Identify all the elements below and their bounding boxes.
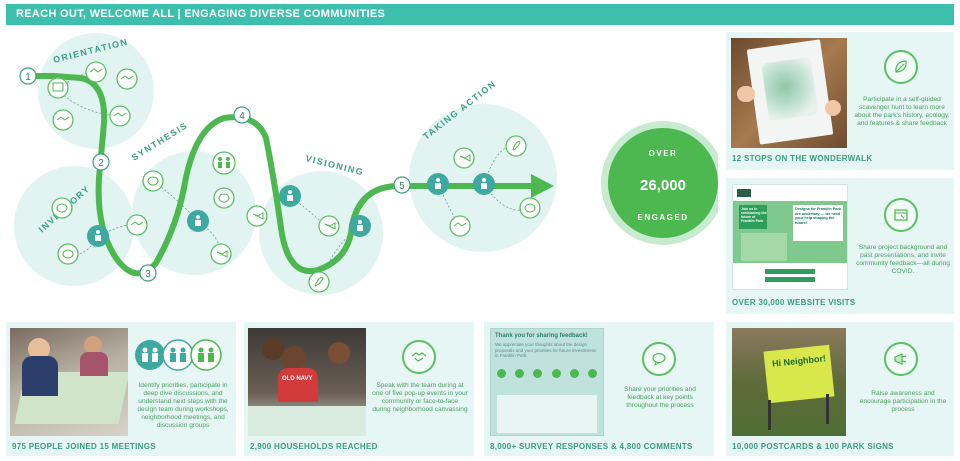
survey-description: Share your priorities and feedback at ke…: [624, 386, 696, 409]
postcards-description: Raise awareness and encourage participat…: [859, 390, 947, 413]
leaf-icon: [884, 50, 918, 84]
meetings-card: Identify priorities, participate in deep…: [6, 322, 236, 456]
step-numbers: 1 2 3 4 5: [19, 67, 411, 282]
people-glyph-outline: [218, 157, 230, 168]
households-photo: OLD NAVY: [248, 328, 366, 436]
website-screen-subheading: Designs for Franklin Park are underway —…: [795, 207, 841, 225]
step-number-1: 1: [25, 72, 31, 83]
households-shirt-text: OLD NAVY: [282, 376, 313, 382]
inventory-bubble: [14, 166, 134, 286]
engaged-over: OVER: [649, 149, 678, 158]
website-description: Share project background and past presen…: [856, 244, 950, 275]
postcards-photo: Hi Neighbor!: [732, 328, 846, 436]
website-screenshot: Join us in envisioning the future of Fra…: [732, 184, 848, 290]
people-group-icon: [134, 338, 224, 372]
wonderwalk-caption: 12 STOPS ON THE WONDERWALK: [732, 154, 873, 163]
postcards-caption: 10,000 POSTCARDS & 100 PARK SIGNS: [732, 442, 894, 451]
survey-screenshot: Thank you for sharing feedback! We appre…: [490, 328, 604, 436]
meetings-description: Identify priorities, participate in deep…: [137, 382, 229, 429]
step-number-4: 4: [239, 111, 245, 122]
households-caption: 2,900 HOUSEHOLDS REACHED: [250, 442, 378, 451]
activity-icons: [47, 61, 541, 293]
website-card: Join us in envisioning the future of Fra…: [726, 178, 954, 314]
survey-screen-body: We appreciate your thoughts about the de…: [495, 342, 597, 358]
step-number-5: 5: [399, 181, 405, 192]
survey-caption: 8,000+ SURVEY RESPONSES & 4,800 COMMENTS: [490, 442, 693, 451]
step-number-2: 2: [98, 158, 104, 169]
process-path: [25, 73, 534, 277]
wonderwalk-photo: [731, 38, 847, 148]
activity-icon-glyphs: [52, 68, 536, 287]
people-glyphs: [95, 178, 487, 241]
megaphone-icon: [884, 342, 918, 376]
engaged-circle: [608, 128, 718, 238]
households-card: OLD NAVY Speak with the team during at o…: [244, 322, 474, 456]
website-caption: OVER 30,000 WEBSITE VISITS: [732, 298, 856, 307]
step-number-3: 3: [145, 269, 151, 280]
wonderwalk-description: Participate in a self-guided scavenger h…: [854, 96, 950, 127]
banner-title: REACH OUT, WELCOME ALL | ENGAGING DIVERS…: [6, 4, 954, 25]
meetings-photo: [10, 328, 128, 436]
process-diagram-svg: ORIENTATION INVENTORY SYNTHESIS VISIONIN…: [14, 33, 718, 295]
process-diagram: ORIENTATION INVENTORY SYNTHESIS VISIONIN…: [6, 28, 718, 316]
engaged-value: 26,000: [640, 177, 686, 194]
postcards-card: Hi Neighbor! Raise awareness and encoura…: [726, 322, 954, 456]
wonderwalk-card: Participate in a self-guided scavenger h…: [726, 32, 954, 170]
survey-screen-title: Thank you for sharing feedback!: [495, 333, 588, 339]
meetings-caption: 975 PEOPLE JOINED 15 MEETINGS: [12, 442, 156, 451]
households-description: Speak with the team during at one of fiv…: [372, 382, 468, 413]
browser-window-icon: [884, 198, 918, 232]
process-arrowhead: [531, 174, 554, 198]
handshake-icon: [402, 340, 436, 374]
speech-bubble-icon: [642, 342, 676, 376]
engaged-label: ENGAGED: [638, 213, 689, 222]
survey-card: Thank you for sharing feedback! We appre…: [484, 322, 714, 456]
website-screen-heading: Join us in envisioning the future of Fra…: [741, 207, 767, 223]
